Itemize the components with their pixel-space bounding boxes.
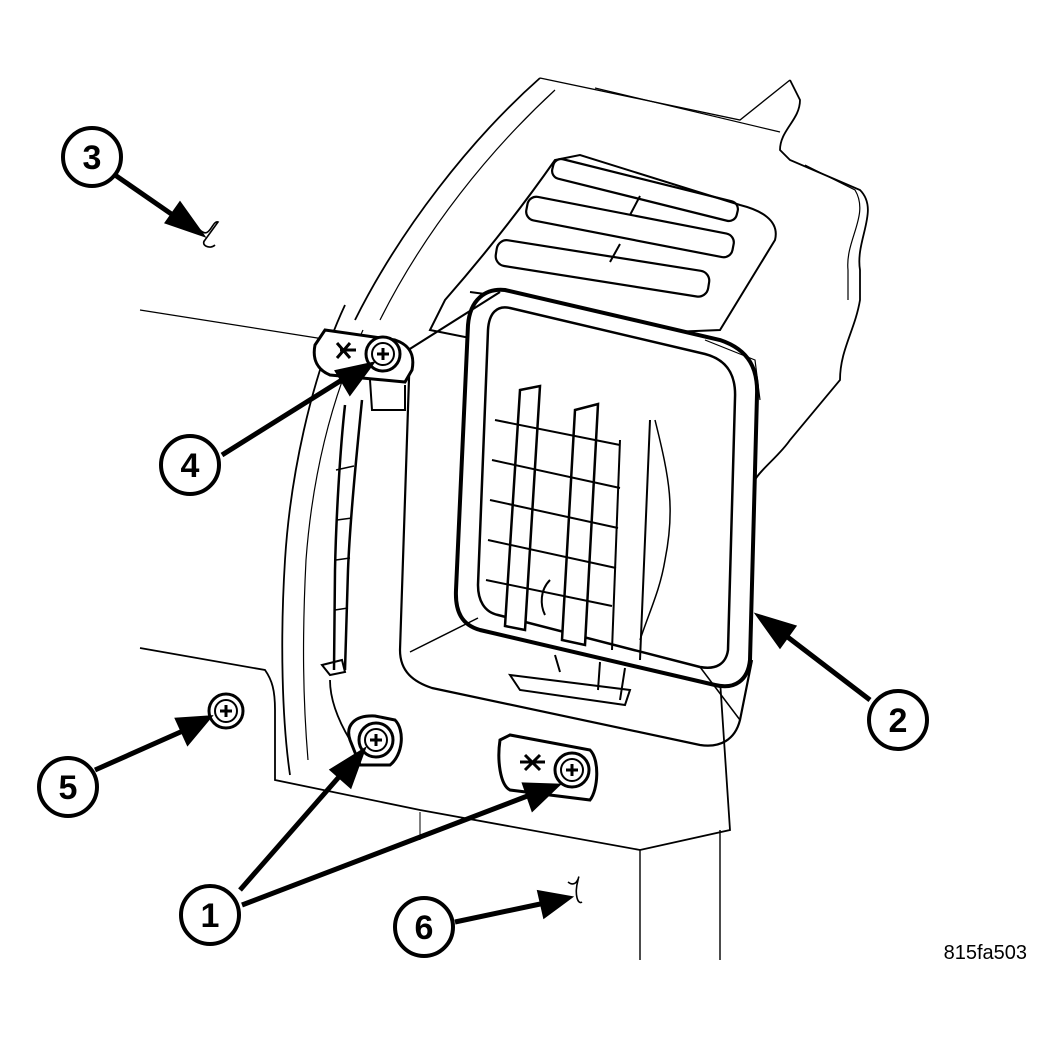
lower-right-screw-icon <box>553 751 591 789</box>
vent-bezel <box>398 287 761 747</box>
break-mark-icon <box>567 876 583 904</box>
defroster-vent <box>428 153 777 342</box>
callout-3: 3 <box>61 126 123 188</box>
callout-5-label: 5 <box>59 769 78 807</box>
callout-4: 4 <box>159 434 221 496</box>
callout-2-label: 2 <box>889 702 908 740</box>
callout-3-label: 3 <box>83 139 102 177</box>
callout-2: 2 <box>867 689 929 751</box>
callout-1: 1 <box>179 884 241 946</box>
callout-6-label: 6 <box>415 909 434 947</box>
callout-6: 6 <box>393 896 455 958</box>
break-mark-icon <box>199 221 220 248</box>
leader-arrows <box>93 172 872 925</box>
callout-4-label: 4 <box>181 447 200 485</box>
figure-id: 815fa503 <box>944 942 1027 964</box>
instrument-panel-outline <box>139 77 869 960</box>
panel-screw-icon <box>207 692 245 730</box>
side-rod <box>320 379 406 741</box>
callout-5: 5 <box>37 756 99 818</box>
callout-1-label: 1 <box>201 897 220 935</box>
